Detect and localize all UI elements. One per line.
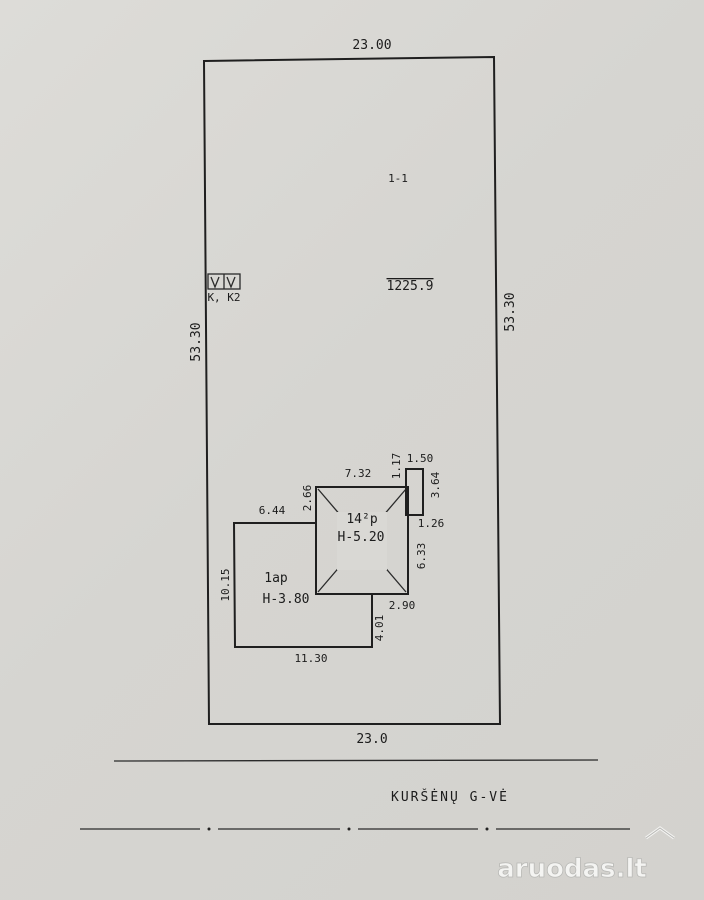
porch-outline — [405, 468, 424, 516]
main-building-height: H-3.80 — [263, 592, 310, 607]
second-building-label: 14²p — [346, 512, 377, 527]
street-name: KURŠĖNŲ G-VĖ — [391, 789, 509, 805]
plot-right-length: 53.30 — [503, 292, 518, 331]
plot-top-width: 23.00 — [352, 38, 391, 53]
building-second-label-bg — [337, 512, 387, 570]
porch-side-dim: 1.17 — [390, 453, 403, 480]
porch-bottom-dim: 1.26 — [418, 517, 445, 530]
watermark-logo-icon — [645, 826, 675, 840]
porch-top-dim: 1.50 — [407, 452, 434, 465]
second-top-dim: 7.32 — [345, 467, 372, 480]
main-left-dim: 10.15 — [219, 568, 232, 601]
porch-height-dim: 3.64 — [429, 471, 442, 498]
main-right-dim: 4.01 — [373, 615, 386, 642]
main-building-label: 1ap — [264, 571, 288, 586]
plot-bottom-width: 23.0 — [356, 732, 387, 747]
tree-label: K, K2 — [207, 291, 240, 304]
main-bottom-dim: 11.30 — [294, 652, 327, 665]
street-centerline-dot — [485, 827, 489, 831]
street-centerline-dot — [347, 827, 351, 831]
second-right-dim: 6.33 — [415, 543, 428, 570]
plot-boundary — [202, 55, 502, 725]
second-left-dim: 2.66 — [301, 485, 314, 512]
tree-icon — [226, 276, 236, 289]
second-building-height: H-5.20 — [338, 530, 385, 545]
tree-icon — [210, 276, 220, 289]
building-second-outline — [315, 486, 409, 595]
watermark-text: aruodas.lt — [497, 854, 647, 884]
plot-left-length: 53.30 — [189, 322, 204, 361]
street-edge-top — [113, 759, 599, 762]
plot-area: 1225.9 — [387, 279, 434, 294]
street-centerline-dot — [207, 827, 211, 831]
plot-mark: 1-1 — [388, 172, 408, 185]
second-bottom-dim: 2.90 — [389, 599, 416, 612]
main-top-dim: 6.44 — [259, 504, 286, 517]
